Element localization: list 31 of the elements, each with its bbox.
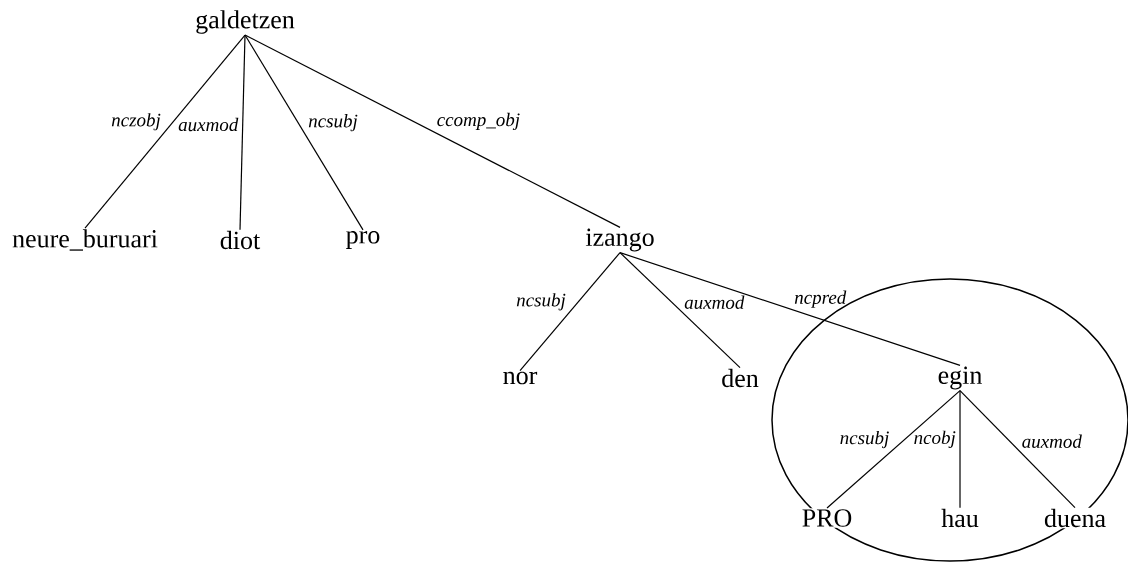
word-node: den	[720, 367, 760, 389]
word-node: duena	[1042, 507, 1108, 529]
tree-branch	[244, 34, 621, 228]
word-node: izango	[584, 227, 656, 253]
edge-label: nczobj	[111, 113, 161, 131]
edge-label: auxmod	[684, 295, 745, 309]
edge-label: ccomp_obj	[437, 112, 520, 130]
edge-label: ncpred	[794, 290, 847, 308]
tree-branch	[244, 34, 364, 231]
word-node: galdetzen	[194, 9, 296, 35]
tree-branch	[959, 390, 1076, 509]
word-node: diot	[218, 229, 262, 251]
edge-label: ncobj	[914, 430, 956, 448]
tree-branch	[619, 252, 741, 369]
edge-label: auxmod	[178, 117, 239, 132]
word-node: pro	[344, 230, 382, 250]
edge-label: ncsubj	[840, 430, 889, 449]
tree-branch	[84, 34, 246, 229]
tree-branch	[959, 390, 961, 509]
word-node: hau	[940, 507, 980, 529]
edge-label: ncsubj	[516, 293, 566, 311]
tree-branch	[619, 252, 961, 366]
word-node: egin	[936, 365, 984, 391]
word-node: neure_buruari	[11, 228, 159, 252]
tree-branch	[519, 252, 621, 372]
tree-branch	[826, 390, 961, 509]
word-node: nor	[501, 370, 539, 386]
tree-branch	[239, 34, 246, 231]
word-node: PRO	[800, 508, 854, 528]
edge-label: auxmod	[1022, 434, 1082, 448]
edge-label: ncsubj	[308, 114, 358, 132]
